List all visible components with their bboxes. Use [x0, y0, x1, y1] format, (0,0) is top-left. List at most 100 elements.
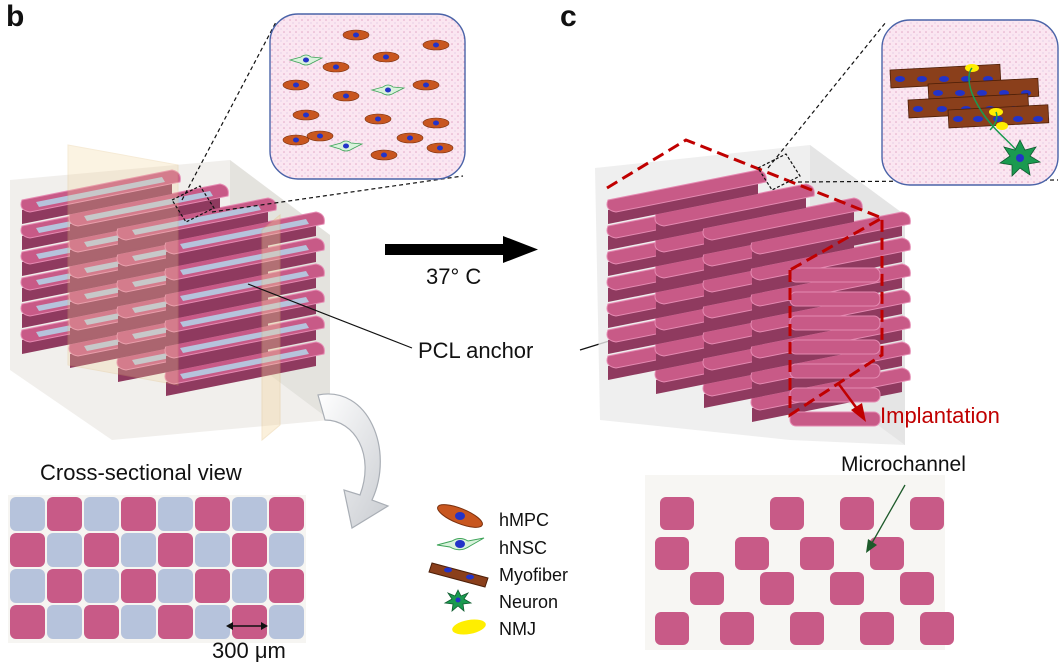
inset-b-frame [269, 13, 466, 180]
bar-section [47, 497, 82, 531]
bar-section [720, 612, 754, 645]
bar-section [232, 533, 267, 567]
legend-icons [428, 504, 489, 635]
process-arrow-head [503, 236, 538, 263]
bar-section [655, 612, 689, 645]
bar-section [660, 497, 694, 530]
cross-section-c-grid [655, 497, 954, 645]
gel-section [195, 605, 230, 639]
gel-section [232, 569, 267, 603]
stack-c-bar [750, 237, 911, 281]
temperature-label: 37° C [426, 264, 482, 289]
stack-b-gel-strip [132, 205, 261, 235]
implant-outline-front [788, 218, 884, 418]
gel-section [121, 605, 156, 639]
hnsc-nucleus [385, 87, 391, 93]
stack-c-front-bar [789, 267, 881, 283]
bar-section [800, 537, 834, 570]
implant-arrow-line [836, 382, 860, 411]
scale-bar-left-tip [226, 622, 233, 630]
scale-bar-right-tip [261, 622, 268, 630]
stack-c-bar [654, 183, 815, 227]
gel-section [10, 497, 45, 531]
bar-section [900, 572, 934, 605]
hmpc-nucleus [317, 133, 323, 139]
bar-section [790, 612, 824, 645]
inset-b-guide-2 [211, 175, 464, 213]
hmpc-nucleus [433, 42, 439, 48]
gel-section [84, 497, 119, 531]
legend-item-myofiber: Myofiber [424, 562, 584, 588]
hmpc-nucleus [433, 120, 439, 126]
hmpc-nucleus [333, 64, 339, 70]
implant-outline-top [606, 138, 886, 272]
bar-section [10, 605, 45, 639]
curved-arrow [317, 393, 390, 529]
cross-section-b [8, 495, 306, 643]
process-arrow-shaft [385, 244, 505, 255]
bar-section [690, 572, 724, 605]
hmpc-nucleus [293, 137, 299, 143]
cross-section-label: Cross-sectional view [40, 460, 242, 485]
myofiber-nucleus [973, 116, 983, 122]
bar-section [910, 497, 944, 530]
gel-section [47, 605, 82, 639]
myofiber-nucleus [917, 76, 927, 82]
legend-label-hmpc: hMPC [499, 510, 550, 530]
gel-section [158, 569, 193, 603]
inset-c [767, 19, 1059, 186]
stack-c-bar [750, 211, 911, 255]
microchannel-leader [871, 484, 906, 544]
gel-section [269, 533, 304, 567]
scale-label: 300 μm [212, 638, 286, 663]
scaffold-b [10, 144, 330, 442]
curved-arrow-body [317, 393, 390, 529]
bar-section [920, 612, 954, 645]
bar-section [870, 537, 904, 570]
legend-label-neuron: Neuron [499, 592, 559, 612]
myofiber-nucleus [939, 76, 949, 82]
hmpc-nucleus [293, 82, 299, 88]
bar-section [84, 605, 119, 639]
myofiber-nucleus [913, 106, 923, 112]
stack-c-front-bar [789, 387, 881, 403]
bar-section [47, 569, 82, 603]
focus-box-c [757, 153, 801, 191]
neuron-nucleus [1016, 154, 1024, 162]
bar-section [84, 533, 119, 567]
stack-b-gel-strip [180, 323, 309, 353]
cut-plane-right [261, 213, 281, 442]
legend-label-myofiber: Myofiber [499, 565, 569, 585]
legend-icon-neuron [443, 589, 473, 612]
bar-section [770, 497, 804, 530]
bar-section [269, 497, 304, 531]
cut-plane [67, 144, 179, 386]
legend-icon-myofiber [428, 562, 489, 588]
scaffold-c-bars [606, 169, 911, 427]
implant-arrow-head [851, 403, 866, 422]
process-arrow [385, 236, 538, 263]
myofiber-nucleus [993, 116, 1003, 122]
anchor-label: PCL anchor [418, 338, 534, 363]
hmpc-nucleus [383, 54, 389, 60]
bar-section [158, 605, 193, 639]
stack-b-gel-strip [180, 245, 309, 275]
legend-item-nmj: NMJ [424, 616, 584, 642]
bar-section [121, 497, 156, 531]
bar-section [195, 497, 230, 531]
anchor-leader-b [247, 283, 413, 349]
gel-section [232, 497, 267, 531]
stack-b-gel-strip [180, 219, 309, 249]
stack-b-gel-strip [36, 177, 165, 207]
gel-section [195, 533, 230, 567]
bar-section [735, 537, 769, 570]
gel-section [269, 605, 304, 639]
neuron-axon [968, 67, 1021, 156]
bar-section [121, 569, 156, 603]
microchannel-leader-tip [866, 539, 877, 553]
legend-label-nmj: NMJ [499, 619, 536, 639]
stack-c-bar [606, 169, 767, 213]
hnsc-nucleus [303, 57, 309, 63]
stack-c-front-bar [789, 411, 881, 427]
